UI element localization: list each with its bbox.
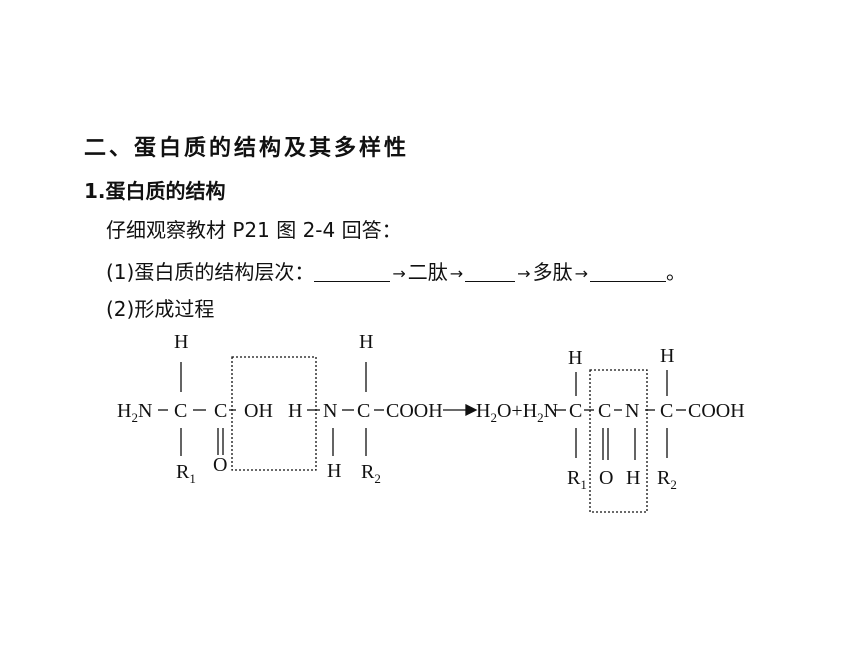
peptide-bond-box — [589, 369, 648, 513]
alpha-carbon: C — [357, 400, 370, 422]
n-atom: N — [625, 400, 639, 422]
r2-group: R2 — [657, 467, 677, 492]
h-atom: H — [626, 467, 640, 489]
blank-1[interactable] — [314, 263, 391, 282]
hydroxyl-group: OH — [244, 400, 273, 422]
instruction-text: 仔细观察教材 P21 图 2-4 回答： — [106, 218, 402, 242]
question-2: (2)形成过程 — [106, 297, 215, 321]
blank-2[interactable] — [465, 263, 516, 282]
carbonyl-carbon: C — [598, 400, 611, 422]
amino-group: H2N — [117, 400, 152, 425]
n-atom: N — [323, 400, 337, 422]
h-atom: H — [174, 331, 188, 353]
water-molecule: H2O+H2N — [476, 400, 558, 425]
section-title: 二、蛋白质的结构及其多样性 — [84, 136, 410, 161]
alpha-carbon: C — [660, 400, 673, 422]
arrow-icon — [465, 403, 478, 417]
h-atom: H — [327, 460, 341, 482]
carbonyl-oxygen: O — [599, 467, 613, 489]
arrow-icon: → — [574, 264, 588, 283]
h-atom: H — [660, 345, 674, 367]
dipeptide-label: 二肽 — [407, 260, 448, 284]
carboxyl-carbon: C — [214, 400, 227, 422]
question-1-end: 。 — [665, 260, 686, 284]
alpha-carbon: C — [569, 400, 582, 422]
arrow-icon: → — [517, 264, 531, 283]
h-atom: H — [359, 331, 373, 353]
blank-3[interactable] — [589, 263, 666, 282]
subsection-title: 1.蛋白质的结构 — [84, 179, 226, 203]
polypeptide-label: 多肽 — [532, 260, 573, 284]
r1-group: R1 — [176, 461, 196, 486]
question-1-prefix: (1)蛋白质的结构层次： — [106, 260, 315, 284]
question-1: (1)蛋白质的结构层次：→二肽→→多肽→。 — [106, 256, 686, 285]
arrow-icon: → — [392, 264, 406, 283]
arrow-icon: → — [449, 264, 464, 283]
alpha-carbon: C — [174, 400, 187, 422]
r2-group: R2 — [361, 461, 381, 486]
carbonyl-oxygen: O — [213, 454, 227, 476]
dehydration-box — [231, 356, 317, 471]
h-atom: H — [568, 347, 582, 369]
h-atom: H — [288, 400, 302, 422]
carboxyl-group: COOH — [386, 400, 443, 422]
r1-group: R1 — [567, 467, 587, 492]
carboxyl-group: COOH — [688, 400, 745, 422]
